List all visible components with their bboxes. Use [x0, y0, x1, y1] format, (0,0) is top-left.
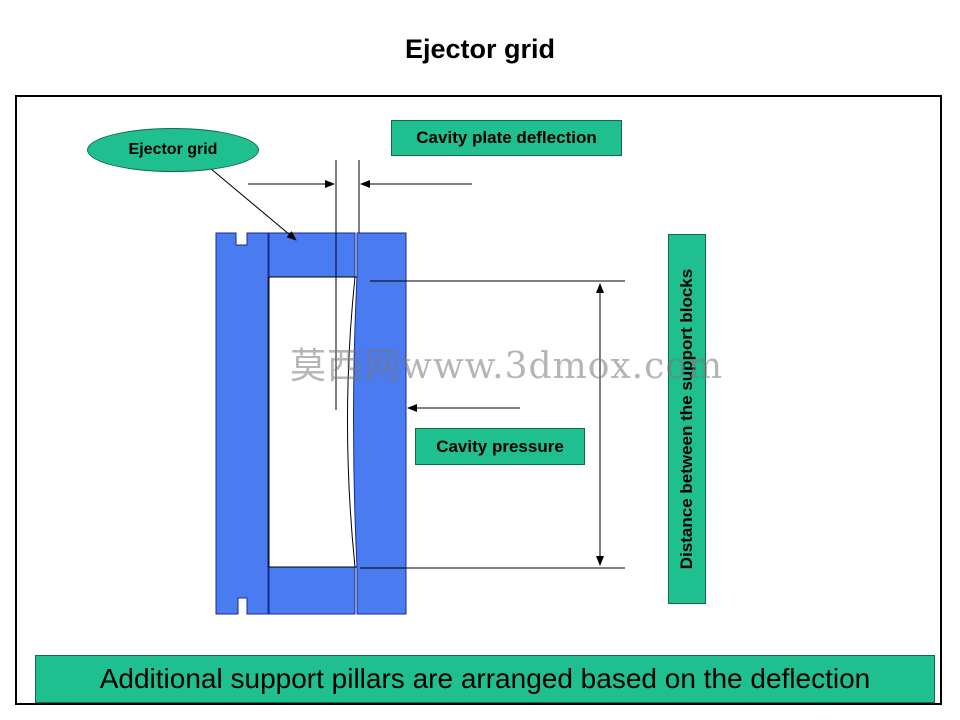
cavity-pressure-label: Cavity pressure — [415, 428, 585, 465]
support-distance-label-text: Distance between the support blocks — [677, 268, 696, 570]
watermark: 莫西网www.3dmox.com — [290, 346, 724, 387]
ejector-grid-bottom-block — [268, 566, 356, 615]
deflection-curve — [347, 276, 356, 568]
diagram-frame — [15, 95, 942, 705]
left-plate — [215, 232, 269, 615]
support-distance-label: Distance between the support blocks — [668, 234, 706, 604]
bottom-banner: Additional support pillars are arranged … — [35, 655, 935, 703]
ejector-grid-label: Ejector grid — [87, 128, 259, 172]
cavity-plate-deflection-label: Cavity plate deflection — [391, 120, 622, 156]
slide-title: Ejector grid — [404, 34, 556, 64]
ejector-grid-top-block — [268, 232, 356, 278]
ejector-grid-pointer — [209, 167, 297, 241]
cavity-plate — [353, 232, 407, 615]
